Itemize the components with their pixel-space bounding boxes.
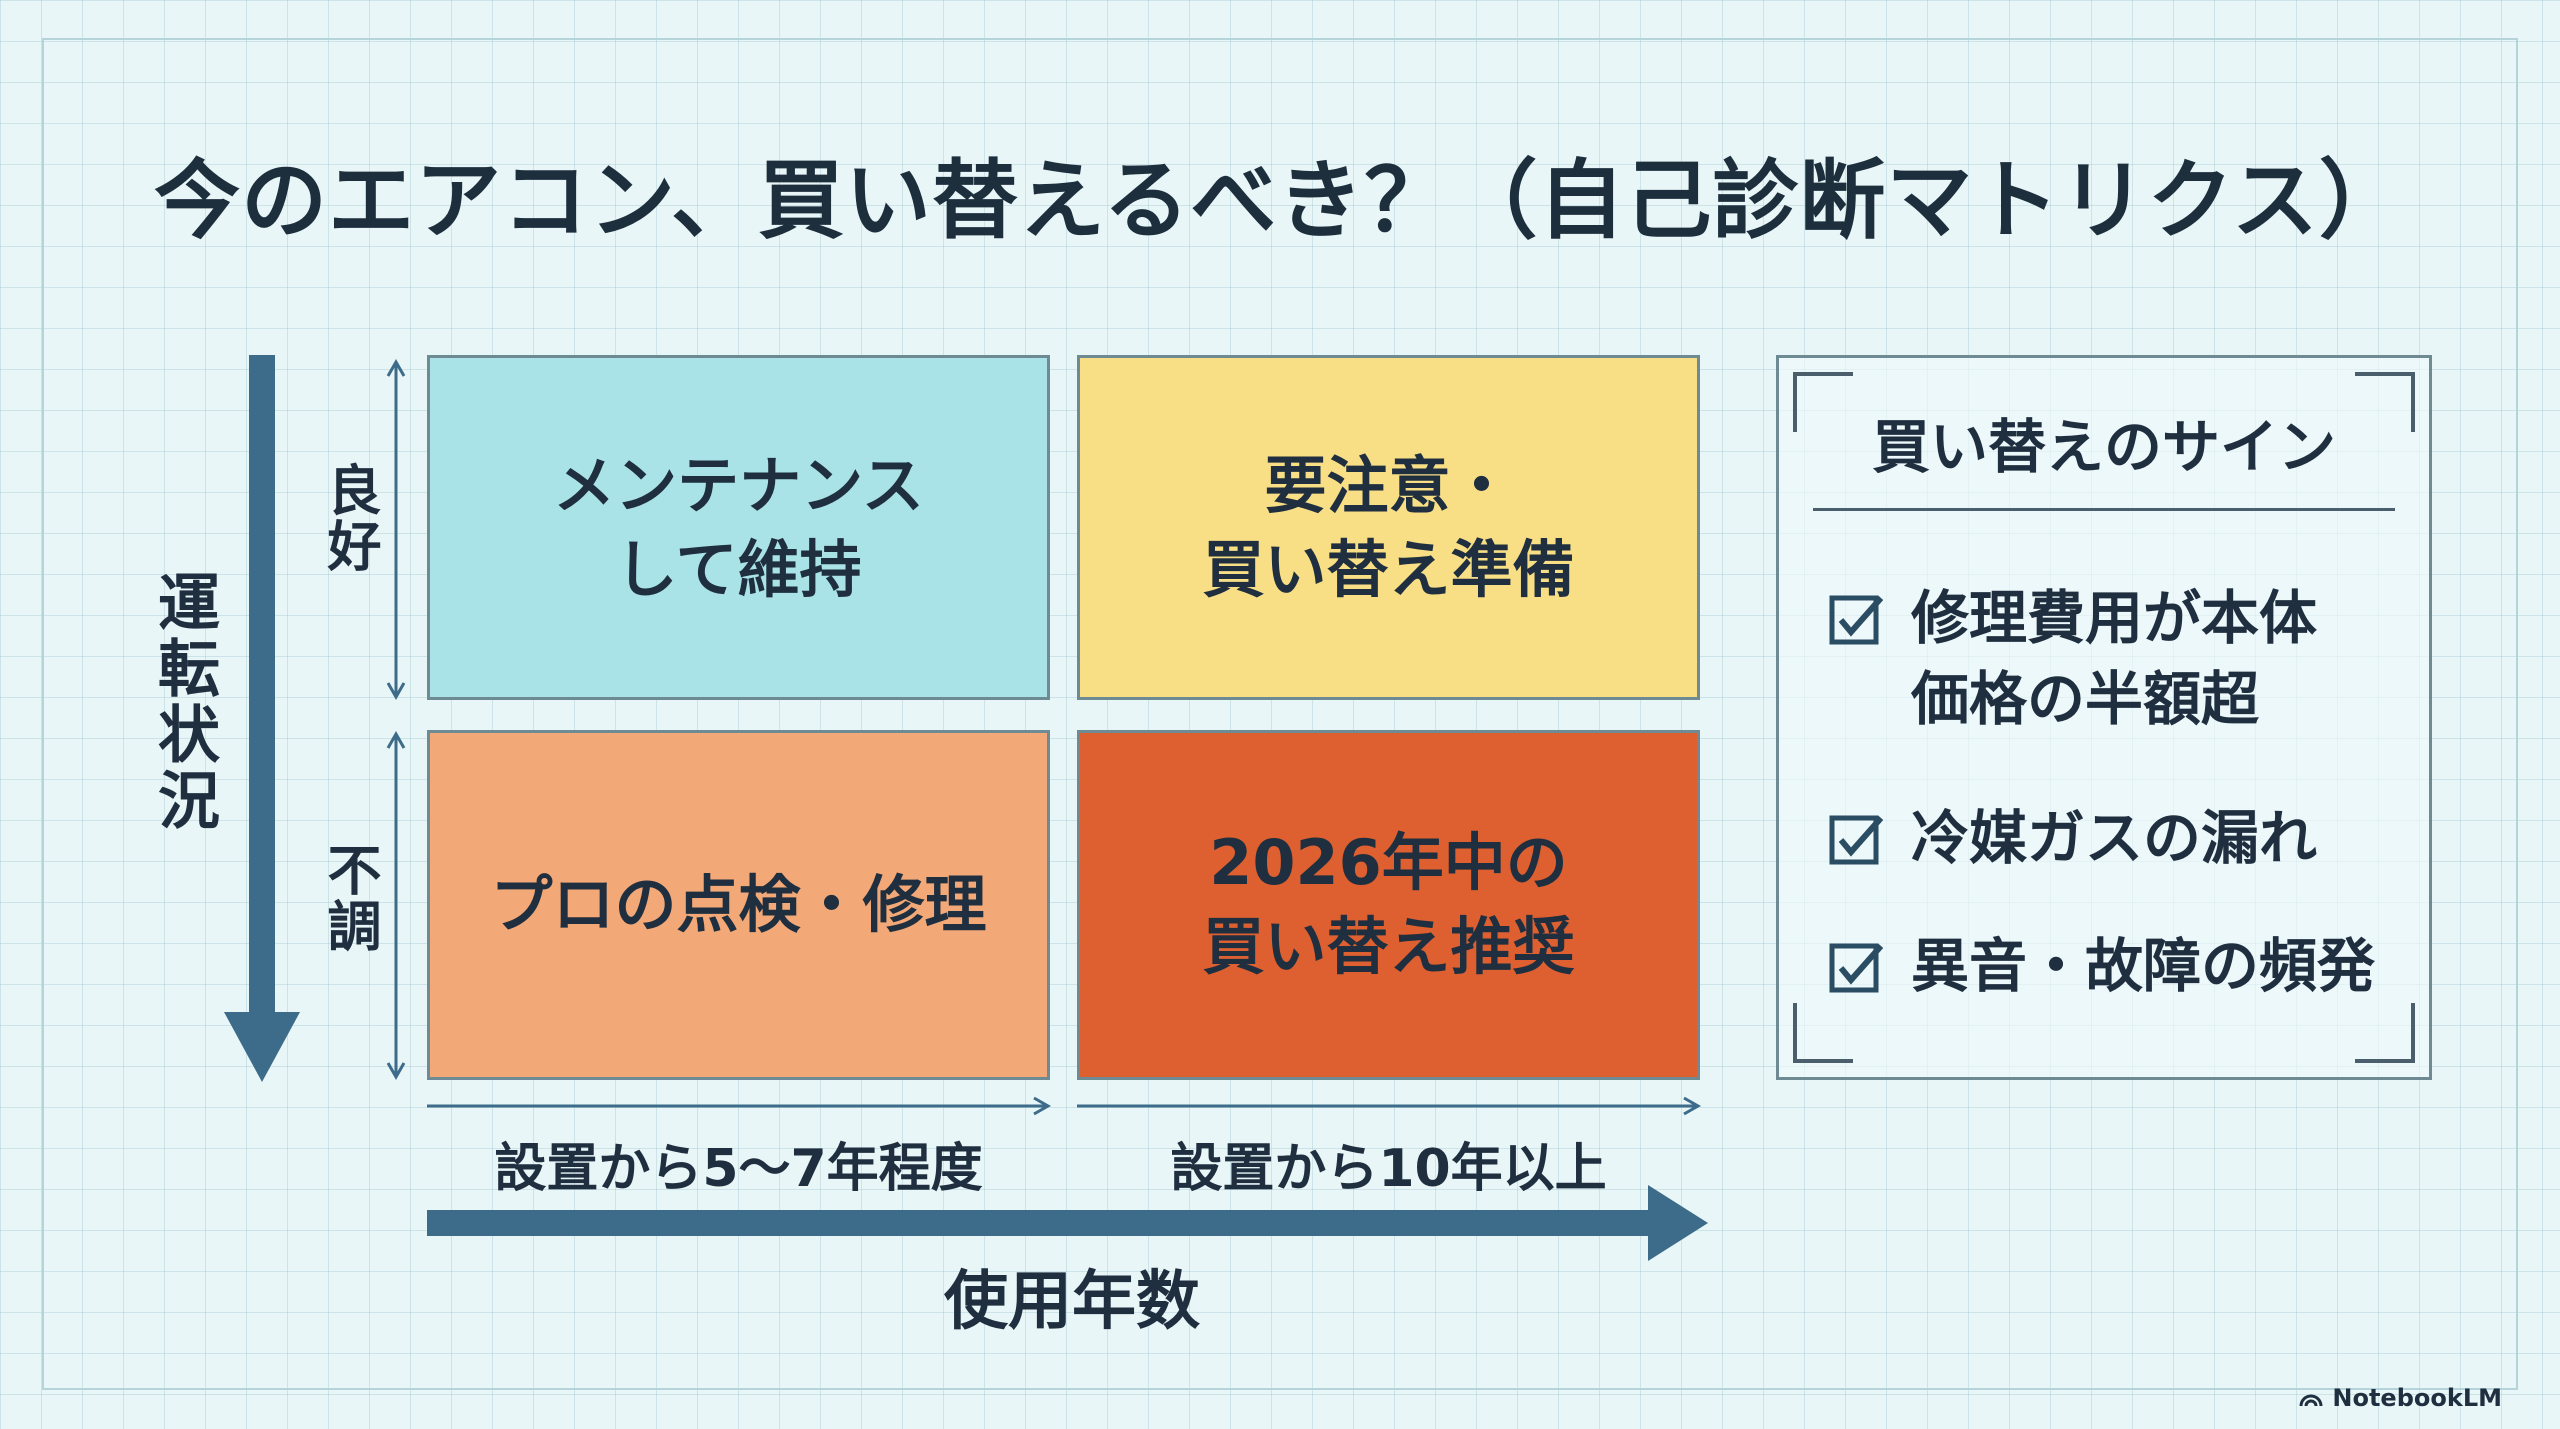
axis-y-title: 運転状況 [147, 570, 220, 834]
sign-item-text: 異音・故障の頻発 [1911, 932, 2376, 1000]
axis-y-arrow [224, 355, 300, 1082]
page-title: 今のエアコン、買い替えるべき？（自己診断マトリクス） [154, 151, 2406, 251]
content-frame [42, 38, 2518, 1390]
quadrant-caution: 要注意・ 買い替え準備 [1077, 355, 1700, 700]
axis-x-title: 使用年数 [944, 1265, 1200, 1339]
signs-title: 買い替えのサイン [1871, 413, 2336, 481]
panel-corner-top-left [1793, 372, 1853, 432]
row-label-good: 良好 [318, 462, 381, 574]
row-bad-range-arrow [386, 730, 406, 1081]
quadrant-replace-line-1: 2026年中の [1209, 826, 1568, 900]
quadrant-maintain-line-1: メンテナンス [553, 448, 924, 522]
panel-corner-bottom-right [2355, 1003, 2415, 1063]
quadrant-replace: 2026年中の 買い替え推奨 [1077, 730, 1700, 1080]
checkbox-checked-icon [1829, 943, 1884, 993]
row-good-range-arrow [386, 358, 406, 701]
sign-item-refrigerant-leak: 冷媒ガスの漏れ [1829, 798, 2317, 879]
signs-divider [1813, 508, 2395, 511]
column-left-range-arrow [427, 1096, 1052, 1116]
brand-watermark: NotebookLM [2298, 1384, 2502, 1412]
sign-item-repair-cost: 修理費用が本体 価格の半額超 [1829, 578, 2317, 740]
column-label-10-years: 設置から10年以上 [1170, 1139, 1607, 1199]
checkbox-checked-icon [1829, 595, 1884, 645]
sign-item-text: 修理費用が本体 [1911, 584, 2318, 652]
brand-name: NotebookLM [2332, 1384, 2502, 1412]
panel-corner-bottom-left [1793, 1003, 1853, 1063]
checkbox-checked-icon [1829, 815, 1884, 865]
quadrant-maintain: メンテナンス して維持 [427, 355, 1050, 700]
quadrant-repair-line-1: プロの点検・修理 [490, 868, 987, 942]
axis-x-arrow [427, 1185, 1708, 1261]
quadrant-repair: プロの点検・修理 [427, 730, 1050, 1080]
column-right-range-arrow [1077, 1096, 1702, 1116]
column-label-5-7-years: 設置から5〜7年程度 [494, 1139, 983, 1199]
notebooklm-logo-icon [2299, 1394, 2323, 1407]
replacement-signs-panel: 買い替えのサイン 修理費用が本体 価格の半額超 冷媒ガスの漏れ 異音・故障の頻発 [1776, 355, 2432, 1080]
quadrant-maintain-line-2: して維持 [615, 532, 862, 606]
panel-corner-top-right [2355, 372, 2415, 432]
quadrant-caution-line-1: 要注意・ [1264, 448, 1513, 522]
quadrant-caution-line-2: 買い替え準備 [1202, 532, 1575, 606]
row-label-bad: 不調 [318, 842, 381, 954]
sign-item-text: 価格の半額超 [1911, 665, 2260, 734]
sign-item-text: 冷媒ガスの漏れ [1911, 804, 2318, 872]
quadrant-replace-line-2: 買い替え推奨 [1202, 910, 1575, 983]
sign-item-noise-failures: 異音・故障の頻発 [1829, 926, 2375, 1007]
